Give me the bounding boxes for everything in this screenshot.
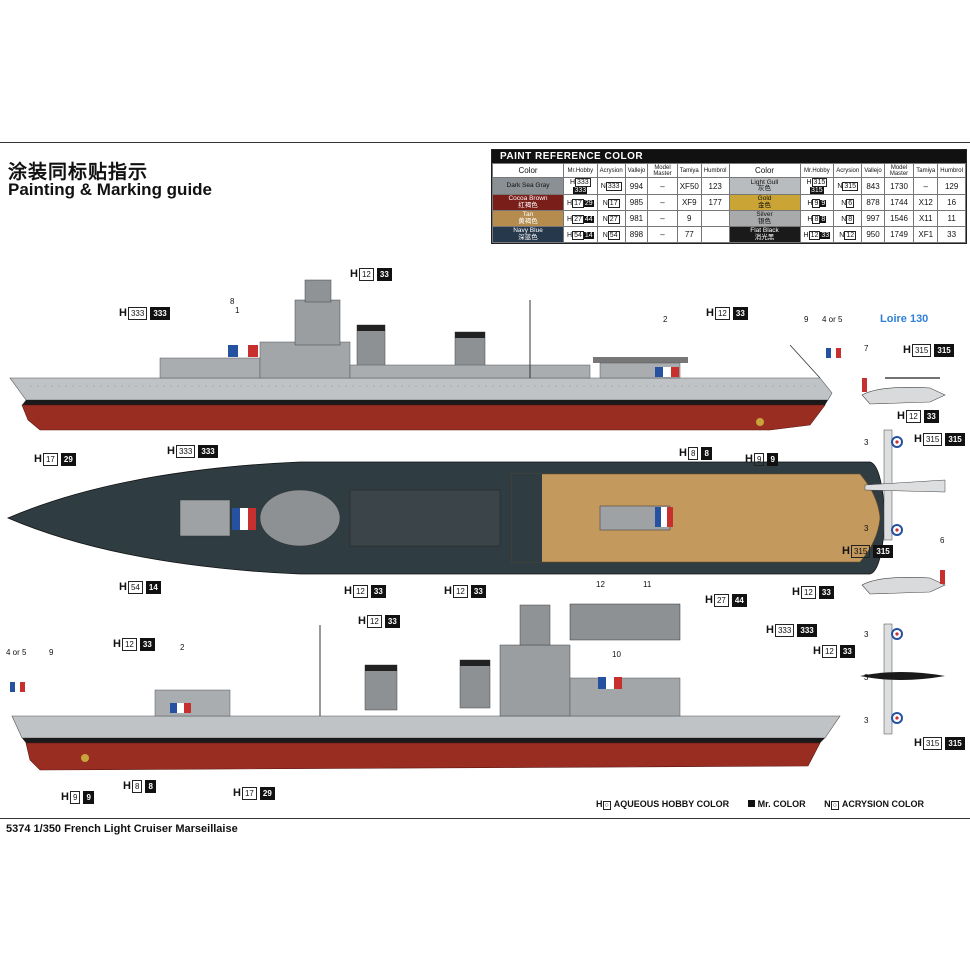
color-legend: H○AQUEOUS HOBBY COLOR Mr. COLOR N○ACRYSI… [596,799,940,810]
part-number: 3 [864,673,869,682]
part-number: 8 [230,297,235,306]
bottom-rule [0,818,970,819]
loire-130-top-a [864,429,946,541]
part-number: 2 [180,643,185,652]
tamiya-cell: XF1 [913,226,939,243]
loire-130-side-a [861,377,946,405]
part-number: 11 [643,580,652,589]
part-number: 10 [612,650,621,659]
part-number: 12 [596,580,605,589]
title-english: Painting & Marking guide [8,180,213,199]
legend-aqueous: H○AQUEOUS HOBBY COLOR [596,799,730,810]
top-view [6,461,886,641]
part-number: 3 [864,438,869,447]
side-view-starboard [9,279,841,431]
color-swatch: Dark Sea Gray [492,177,564,195]
part-number: 9 [804,315,809,324]
part-number: 4 or 5 [6,648,27,657]
part-number: 3 [864,630,869,639]
mm-cell: – [647,226,678,243]
product-footer: 5374 1/350 French Light Cruiser Marseill… [6,823,238,835]
plane-name-label: Loire 130 [880,313,929,325]
part-number: 4 or 5 [822,315,843,324]
loire-130-top-b [860,623,945,735]
humbrol-cell: 33 [937,226,966,243]
tamiya-cell: X11 [913,210,939,227]
tamiya-cell: 77 [676,226,702,243]
part-number: 3 [864,716,869,725]
mm-cell: 1749 [883,226,915,243]
top-rule [0,142,970,143]
part-number: 6 [940,536,945,545]
part-number: 3 [864,524,869,533]
paint-table-heading: PAINT REFERENCE COLOR [492,150,966,163]
loire-130-side-b [861,570,946,595]
title-chinese: 涂装同标贴指示 [8,162,149,183]
part-number: 9 [49,648,54,657]
part-number: 7 [864,344,869,353]
part-number: 1 [235,306,240,315]
part-number: 2 [663,315,668,324]
legend-mr-color: Mr. COLOR [747,799,814,809]
legend-acrysion: N○ACRYSION COLOR [824,799,925,810]
mm-cell: – [647,210,678,227]
side-view-port [10,604,841,771]
